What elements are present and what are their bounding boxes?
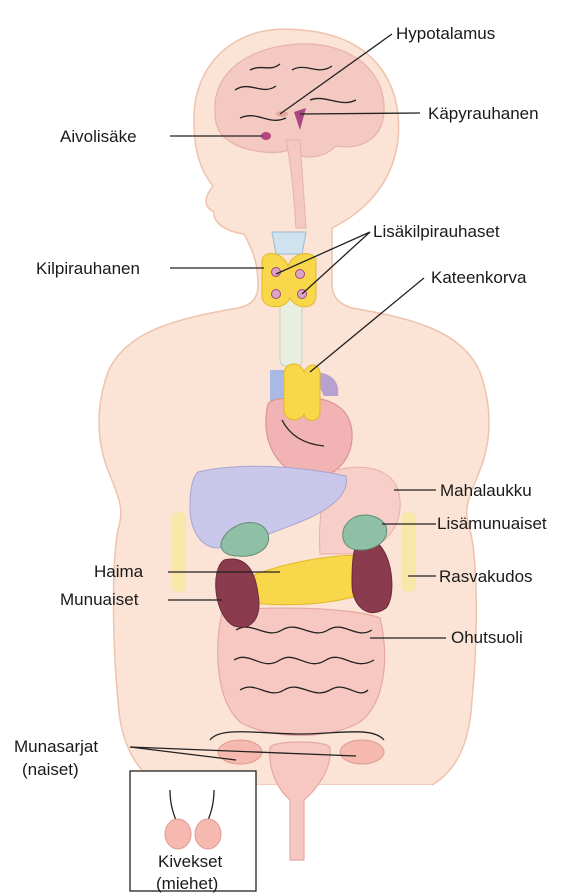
ovary-right — [340, 740, 384, 764]
label-adrenal: Lisämunuaiset — [437, 514, 547, 533]
label-ovaries-1: Munasarjat — [14, 737, 98, 756]
label-testes-1: Kivekset — [158, 852, 223, 871]
label-kidneys: Munuaiset — [60, 590, 139, 609]
label-pineal: Käpyrauhanen — [428, 104, 539, 123]
label-fat-tissue: Rasvakudos — [439, 567, 533, 586]
testis-left — [165, 819, 191, 849]
label-stomach: Mahalaukku — [440, 481, 532, 500]
label-thymus: Kateenkorva — [431, 268, 527, 287]
fat-tissue-left — [172, 512, 186, 592]
label-parathyroid: Lisäkilpirauhaset — [373, 222, 500, 241]
label-hypothalamus: Hypotalamus — [396, 24, 495, 43]
label-ovaries-2: (naiset) — [22, 760, 79, 779]
label-small-intestine: Ohutsuoli — [451, 628, 523, 647]
label-thyroid: Kilpirauhanen — [36, 259, 140, 278]
pituitary-gland — [261, 132, 271, 140]
label-pituitary: Aivolisäke — [60, 127, 137, 146]
testis-right — [195, 819, 221, 849]
thymus-gland — [284, 364, 320, 421]
label-pancreas: Haima — [94, 562, 144, 581]
label-testes-2: (miehet) — [156, 874, 218, 893]
testes-inset — [130, 771, 256, 891]
